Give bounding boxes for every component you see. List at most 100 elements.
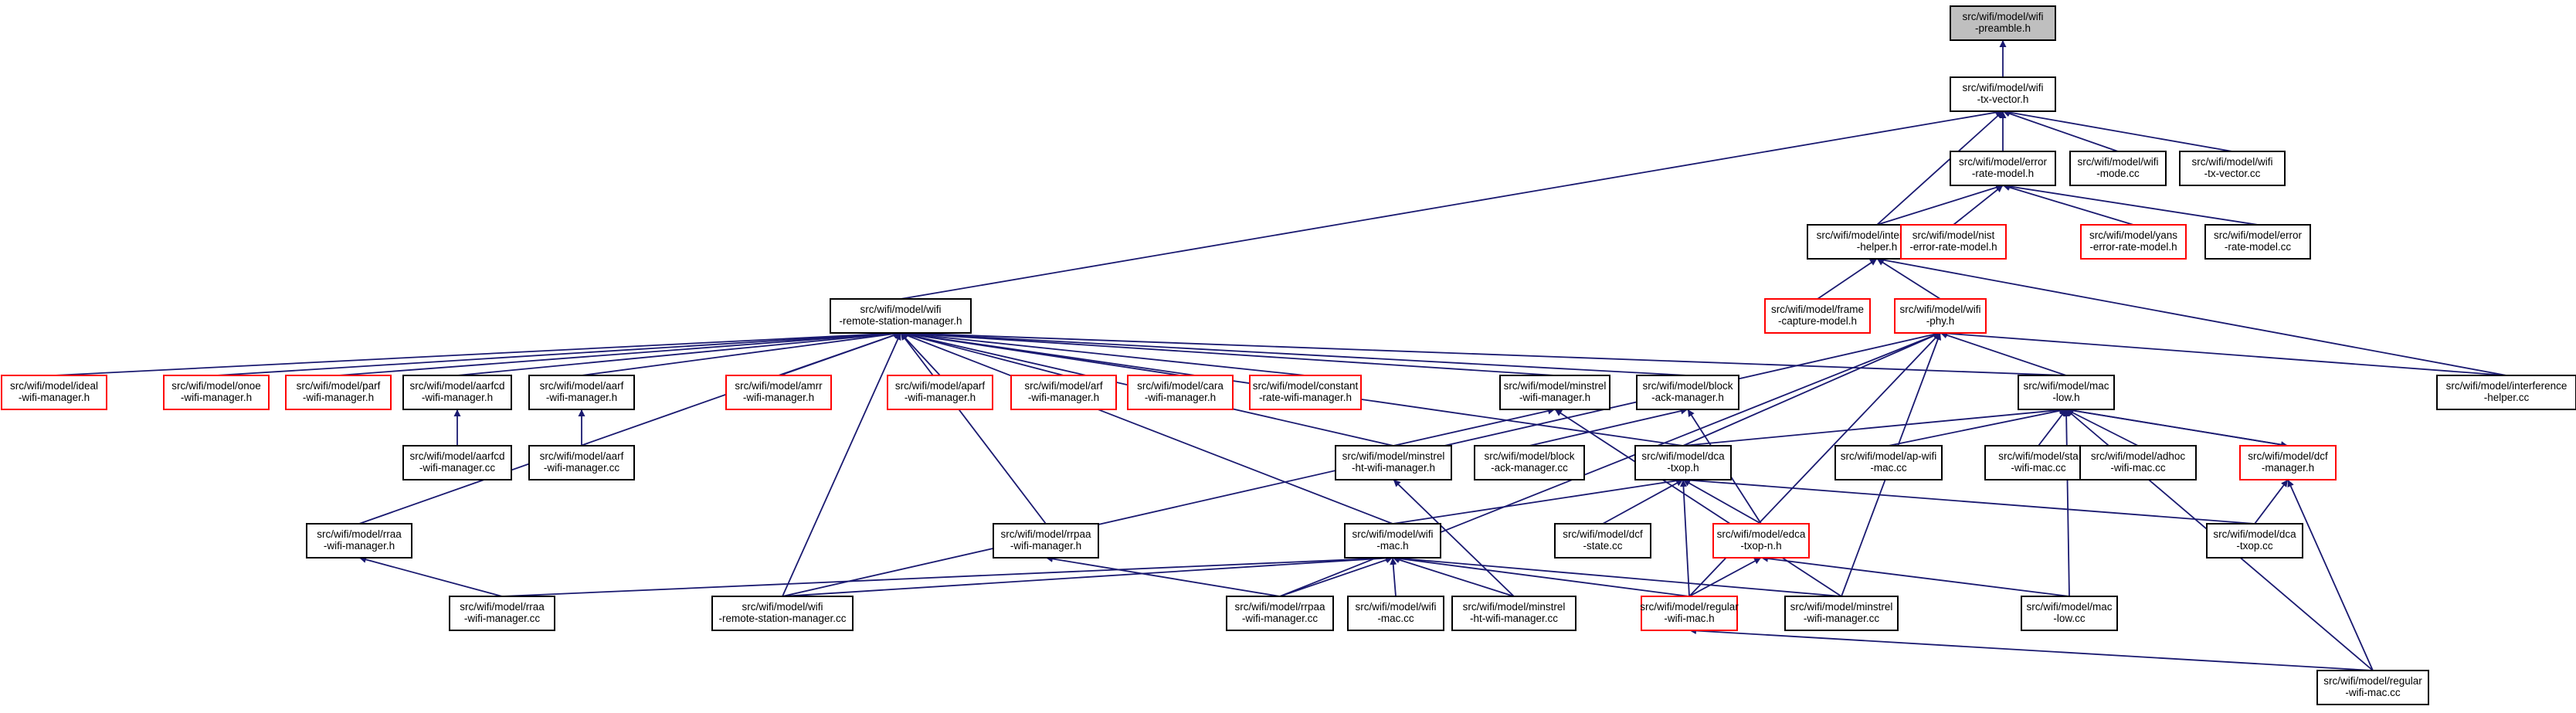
node-box — [1249, 375, 1362, 410]
node-rraa-h[interactable]: src/wifi/model/rraa-wifi-manager.h — [306, 523, 412, 559]
node-label-line: src/wifi/model/rraa — [460, 601, 545, 613]
node-frame-capture-h[interactable]: src/wifi/model/frame-capture-model.h — [1764, 298, 1871, 334]
node-rrpaa-cc[interactable]: src/wifi/model/rrpaa-wifi-manager.cc — [1226, 596, 1334, 631]
node-dca-txop-cc[interactable]: src/wifi/model/dca-txop.cc — [2206, 523, 2303, 559]
node-yans-h[interactable]: src/wifi/model/yans-error-rate-model.h — [2080, 224, 2187, 260]
node-amrr-h[interactable]: src/wifi/model/amrr-wifi-manager.h — [725, 375, 832, 410]
node-box — [2079, 445, 2197, 480]
node-label-line: -wifi-manager.h — [324, 540, 395, 552]
node-minstrel-h[interactable]: src/wifi/model/minstrel-wifi-manager.h — [1499, 375, 1610, 410]
node-rraa-cc[interactable]: src/wifi/model/rraa-wifi-manager.cc — [449, 596, 555, 631]
node-label-line: -mode.cc — [2096, 168, 2140, 179]
node-txvector-cc[interactable]: src/wifi/model/wifi-tx-vector.cc — [2179, 151, 2286, 186]
node-block-ack-cc[interactable]: src/wifi/model/block-ack-manager.cc — [1474, 445, 1585, 480]
node-label-line: src/wifi/model/wifi — [1899, 304, 1980, 315]
node-rsm-h[interactable]: src/wifi/model/wifi-remote-station-manag… — [830, 298, 972, 334]
node-aarf-h[interactable]: src/wifi/model/aarf-wifi-manager.h — [528, 375, 635, 410]
node-label-line: -low.h — [2052, 392, 2079, 403]
node-block-ack-h[interactable]: src/wifi/model/block-ack-manager.h — [1636, 375, 1739, 410]
node-mac-low-h[interactable]: src/wifi/model/mac-low.h — [2018, 375, 2115, 410]
node-box — [1641, 596, 1738, 631]
node-wifi-mac-cc[interactable]: src/wifi/model/wifi-mac.cc — [1347, 596, 1444, 631]
node-constant-h[interactable]: src/wifi/model/constant-rate-wifi-manage… — [1249, 375, 1362, 410]
node-box — [449, 596, 555, 631]
node-regular-mac-cc[interactable]: src/wifi/model/regular-wifi-mac.cc — [2316, 670, 2429, 705]
node-sta-wifi-mac-cc[interactable]: src/wifi/model/sta-wifi-mac.cc — [1984, 445, 2092, 480]
node-wifi-phy-h[interactable]: src/wifi/model/wifi-phy.h — [1894, 298, 1987, 334]
node-label-line: -txop-n.h — [1740, 540, 1781, 552]
node-minstrel-ht-cc[interactable]: src/wifi/model/minstrel-ht-wifi-manager.… — [1451, 596, 1576, 631]
node-cara-h[interactable]: src/wifi/model/cara-wifi-manager.h — [1127, 375, 1234, 410]
node-box — [1344, 523, 1441, 559]
node-parf-h[interactable]: src/wifi/model/parf-wifi-manager.h — [285, 375, 392, 410]
edge-mac-low-h-to-rsm-h — [900, 329, 2067, 376]
node-box — [1451, 596, 1576, 631]
node-label-line: -remote-station-manager.cc — [718, 613, 846, 624]
node-label-line: src/wifi/model/aarfcd — [409, 380, 504, 392]
node-label-line: -wifi-manager.h — [422, 392, 493, 403]
node-label-line: -tx-vector.cc — [2204, 168, 2261, 179]
edge-regular-mac-cc-to-dcf-manager-h — [2287, 479, 2374, 671]
edge-regular-mac-h-to-wifi-mac-h — [1392, 555, 1690, 597]
node-minstrel-ht-h[interactable]: src/wifi/model/minstrel-ht-wifi-manager.… — [1335, 445, 1452, 480]
node-label-line: -wifi-mac.cc — [2011, 462, 2065, 474]
node-interference-cc[interactable]: src/wifi/model/interference-helper.cc — [2436, 375, 2576, 410]
edge-regular-mac-h-to-dca-txop-h — [1679, 479, 1690, 597]
node-label-line: -wifi-manager.h — [19, 392, 90, 403]
node-label-line: -mac.h — [1376, 540, 1408, 552]
node-mac-low-cc[interactable]: src/wifi/model/mac-low.cc — [2021, 596, 2118, 631]
node-dcf-manager-h[interactable]: src/wifi/model/dcf-manager.h — [2239, 445, 2337, 480]
edge-ideal-h-to-rsm-h — [53, 329, 901, 376]
node-box — [1636, 375, 1739, 410]
edge-mac-low-cc-to-mac-low-h — [2062, 409, 2070, 597]
edge-rraa-cc-to-wifi-mac-h — [501, 554, 1393, 597]
node-box — [2069, 151, 2167, 186]
node-wifi-mode-cc[interactable]: src/wifi/model/wifi-mode.cc — [2069, 151, 2167, 186]
node-box — [402, 445, 512, 480]
edge-edca-txop-n-h-to-dca-txop-h — [1682, 479, 1762, 525]
node-onoe-h[interactable]: src/wifi/model/onoe-wifi-manager.h — [163, 375, 270, 410]
node-txvector-h[interactable]: src/wifi/model/wifi-tx-vector.h — [1950, 76, 2056, 112]
node-wifi-mac-h[interactable]: src/wifi/model/wifi-mac.h — [1344, 523, 1441, 559]
node-adhoc-wifi-mac-cc[interactable]: src/wifi/model/adhoc-wifi-mac.cc — [2079, 445, 2197, 480]
node-error-rate-model-h[interactable]: src/wifi/model/error-rate-model.h — [1950, 151, 2056, 186]
node-preamble[interactable]: src/wifi/model/wifi-preamble.h — [1950, 5, 2056, 41]
node-regular-mac-h[interactable]: src/wifi/model/regular-wifi-mac.h — [1640, 596, 1739, 631]
node-label-line: src/wifi/model/frame — [1771, 304, 1864, 315]
edge-minstrel-cc-to-wifi-mac-h — [1392, 555, 1842, 597]
node-label-line: -mac.cc — [1870, 462, 1907, 474]
node-label-line: -ack-manager.cc — [1491, 462, 1568, 474]
node-label-line: src/wifi/model/aarf — [540, 450, 624, 462]
node-minstrel-cc[interactable]: src/wifi/model/minstrel-wifi-manager.cc — [1784, 596, 1899, 631]
edge-rrpaa-h-to-rsm-h — [900, 332, 1047, 525]
node-box — [2436, 375, 2576, 410]
node-dca-txop-h[interactable]: src/wifi/model/dca-txop.h — [1634, 445, 1732, 480]
node-box — [1984, 445, 2092, 480]
node-dcf-state-cc[interactable]: src/wifi/model/dcf-state.cc — [1554, 523, 1651, 559]
node-aarf-cc[interactable]: src/wifi/model/aarf-wifi-manager.cc — [528, 445, 635, 480]
node-label-line: -ht-wifi-manager.h — [1352, 462, 1435, 474]
node-label-line: src/wifi/model/regular — [2323, 675, 2422, 687]
node-arf-h[interactable]: src/wifi/model/arf-wifi-manager.h — [1010, 375, 1117, 410]
node-error-rate-model-cc[interactable]: src/wifi/model/error-rate-model.cc — [2204, 224, 2311, 260]
edge-rsm-cc-to-wifi-mac-h — [782, 555, 1393, 597]
node-ideal-h[interactable]: src/wifi/model/ideal-wifi-manager.h — [1, 375, 107, 410]
node-rrpaa-h[interactable]: src/wifi/model/rrpaa-wifi-manager.h — [993, 523, 1099, 559]
edge-wifi-mac-cc-to-wifi-mac-h — [1390, 557, 1397, 597]
node-rsm-cc[interactable]: src/wifi/model/wifi-remote-station-manag… — [711, 596, 854, 631]
node-aarfcd-cc[interactable]: src/wifi/model/aarfcd-wifi-manager.cc — [402, 445, 512, 480]
node-label-line: src/wifi/model/rraa — [317, 528, 402, 540]
edge-interference-h-to-error-rate-model-h — [1876, 184, 2004, 226]
node-label-line: src/wifi/model/wifi — [1355, 601, 1436, 613]
edge-regular-mac-cc-to-regular-mac-h — [1688, 627, 2374, 671]
edge-rrpaa-cc-to-rrpaa-h — [1045, 555, 1281, 597]
node-edca-txop-n-h[interactable]: src/wifi/model/edca-txop-n.h — [1712, 523, 1810, 559]
node-ap-wifi-mac-cc[interactable]: src/wifi/model/ap-wifi-mac.cc — [1834, 445, 1943, 480]
node-aparf-h[interactable]: src/wifi/model/aparf-wifi-manager.h — [887, 375, 993, 410]
node-label-line: -wifi-manager.cc — [1242, 613, 1319, 624]
edge-dca-txop-h-to-wifi-phy-h — [1682, 332, 1941, 446]
node-nist-h[interactable]: src/wifi/model/nist-error-rate-model.h — [1900, 224, 2007, 260]
node-label-line: -wifi-manager.h — [181, 392, 252, 403]
node-aarfcd-h[interactable]: src/wifi/model/aarfcd-wifi-manager.h — [402, 375, 512, 410]
node-label-line: -manager.h — [2262, 462, 2314, 474]
